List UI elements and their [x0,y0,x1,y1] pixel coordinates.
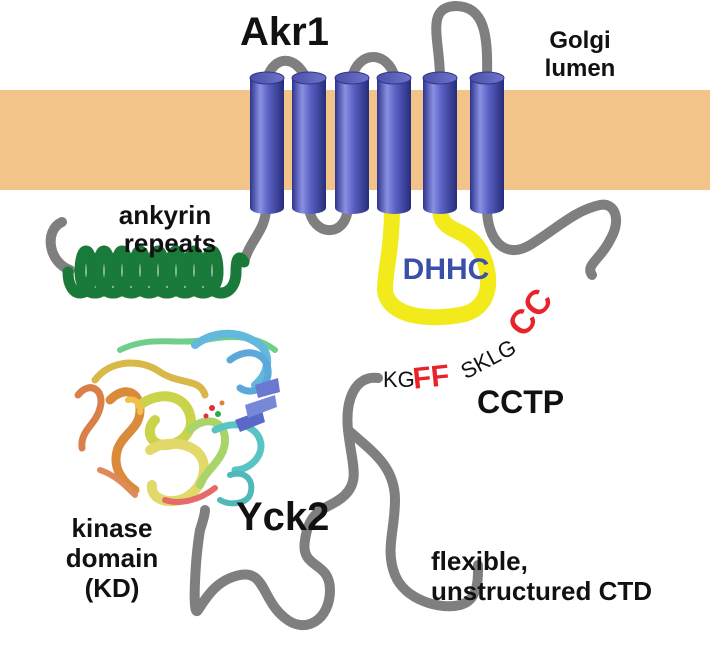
yck2-label: Yck2 [236,495,329,539]
akr1-tm-helices [249,71,505,214]
kinase-label-line1: kinase [72,513,153,543]
motif-ff: FF [411,359,451,396]
dhhc-label: DHHC [403,253,490,286]
akr1-lumen-loop-3 [431,1,493,83]
akr1-ankyrin-link [239,203,271,267]
tm-helix-4 [376,71,412,214]
yck2-flexible-ctd [189,372,484,631]
motif-cc: CC [500,282,560,344]
motif-kg: KG [383,367,415,392]
motif-sklg: SKLG [456,334,520,384]
tm-helix-3 [334,71,370,214]
ctd-label-line1: flexible, [431,546,528,576]
dhhc-loop [377,200,497,326]
golgi-lumen-label-line2: lumen [545,55,616,82]
kinase-label-line3: (KD) [85,573,140,603]
golgi-lumen-label-line1: Golgi [549,27,610,54]
tm-helix-1 [249,71,285,214]
akr1-cyto-loop-1 [304,203,353,236]
tm-helix-5 [422,71,458,214]
tm-helix-6 [469,71,505,214]
akr1-label: Akr1 [240,10,329,54]
akr1-lumen-loop-2 [347,52,400,83]
tm-helix-2 [291,71,327,214]
ctd-label-line2: unstructured CTD [431,576,652,606]
ankyrin-label-line2: repeats [124,228,217,258]
cctp-label: CCTP [477,384,564,420]
kinase-domain-structure [74,329,280,507]
ankyrin-label-line1: ankyrin [119,200,212,230]
ankyrin-repeats-coil [62,245,250,299]
kinase-label-line2: domain [66,543,158,573]
ankyrin-nterm-tail [45,217,75,275]
akr1-ct-tail [482,199,622,280]
